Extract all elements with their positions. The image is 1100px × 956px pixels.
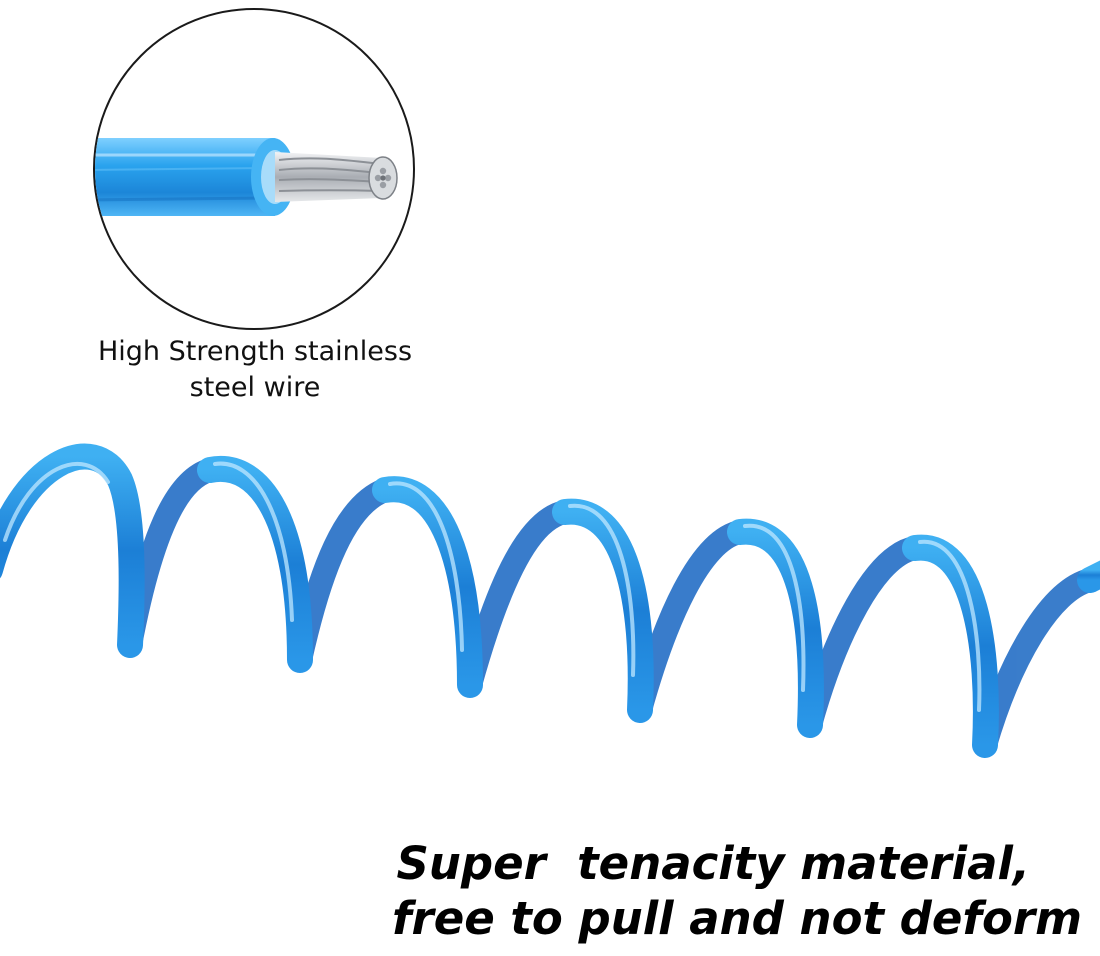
cable-cross-section-illustration [95, 138, 398, 216]
cable-cross-section-image [93, 8, 415, 330]
caption-line-1: High Strength stainless [97, 336, 413, 367]
material-caption: High Strength stainless steel wire [60, 334, 450, 406]
product-tagline: Super tenacity material, free to pull an… [322, 836, 1082, 946]
tagline-line-1: Super tenacity material, [396, 837, 1030, 890]
tagline-line-2: free to pull and not deform [391, 892, 1082, 945]
caption-line-2: steel wire [189, 372, 321, 403]
coiled-cable-image [0, 443, 1100, 758]
